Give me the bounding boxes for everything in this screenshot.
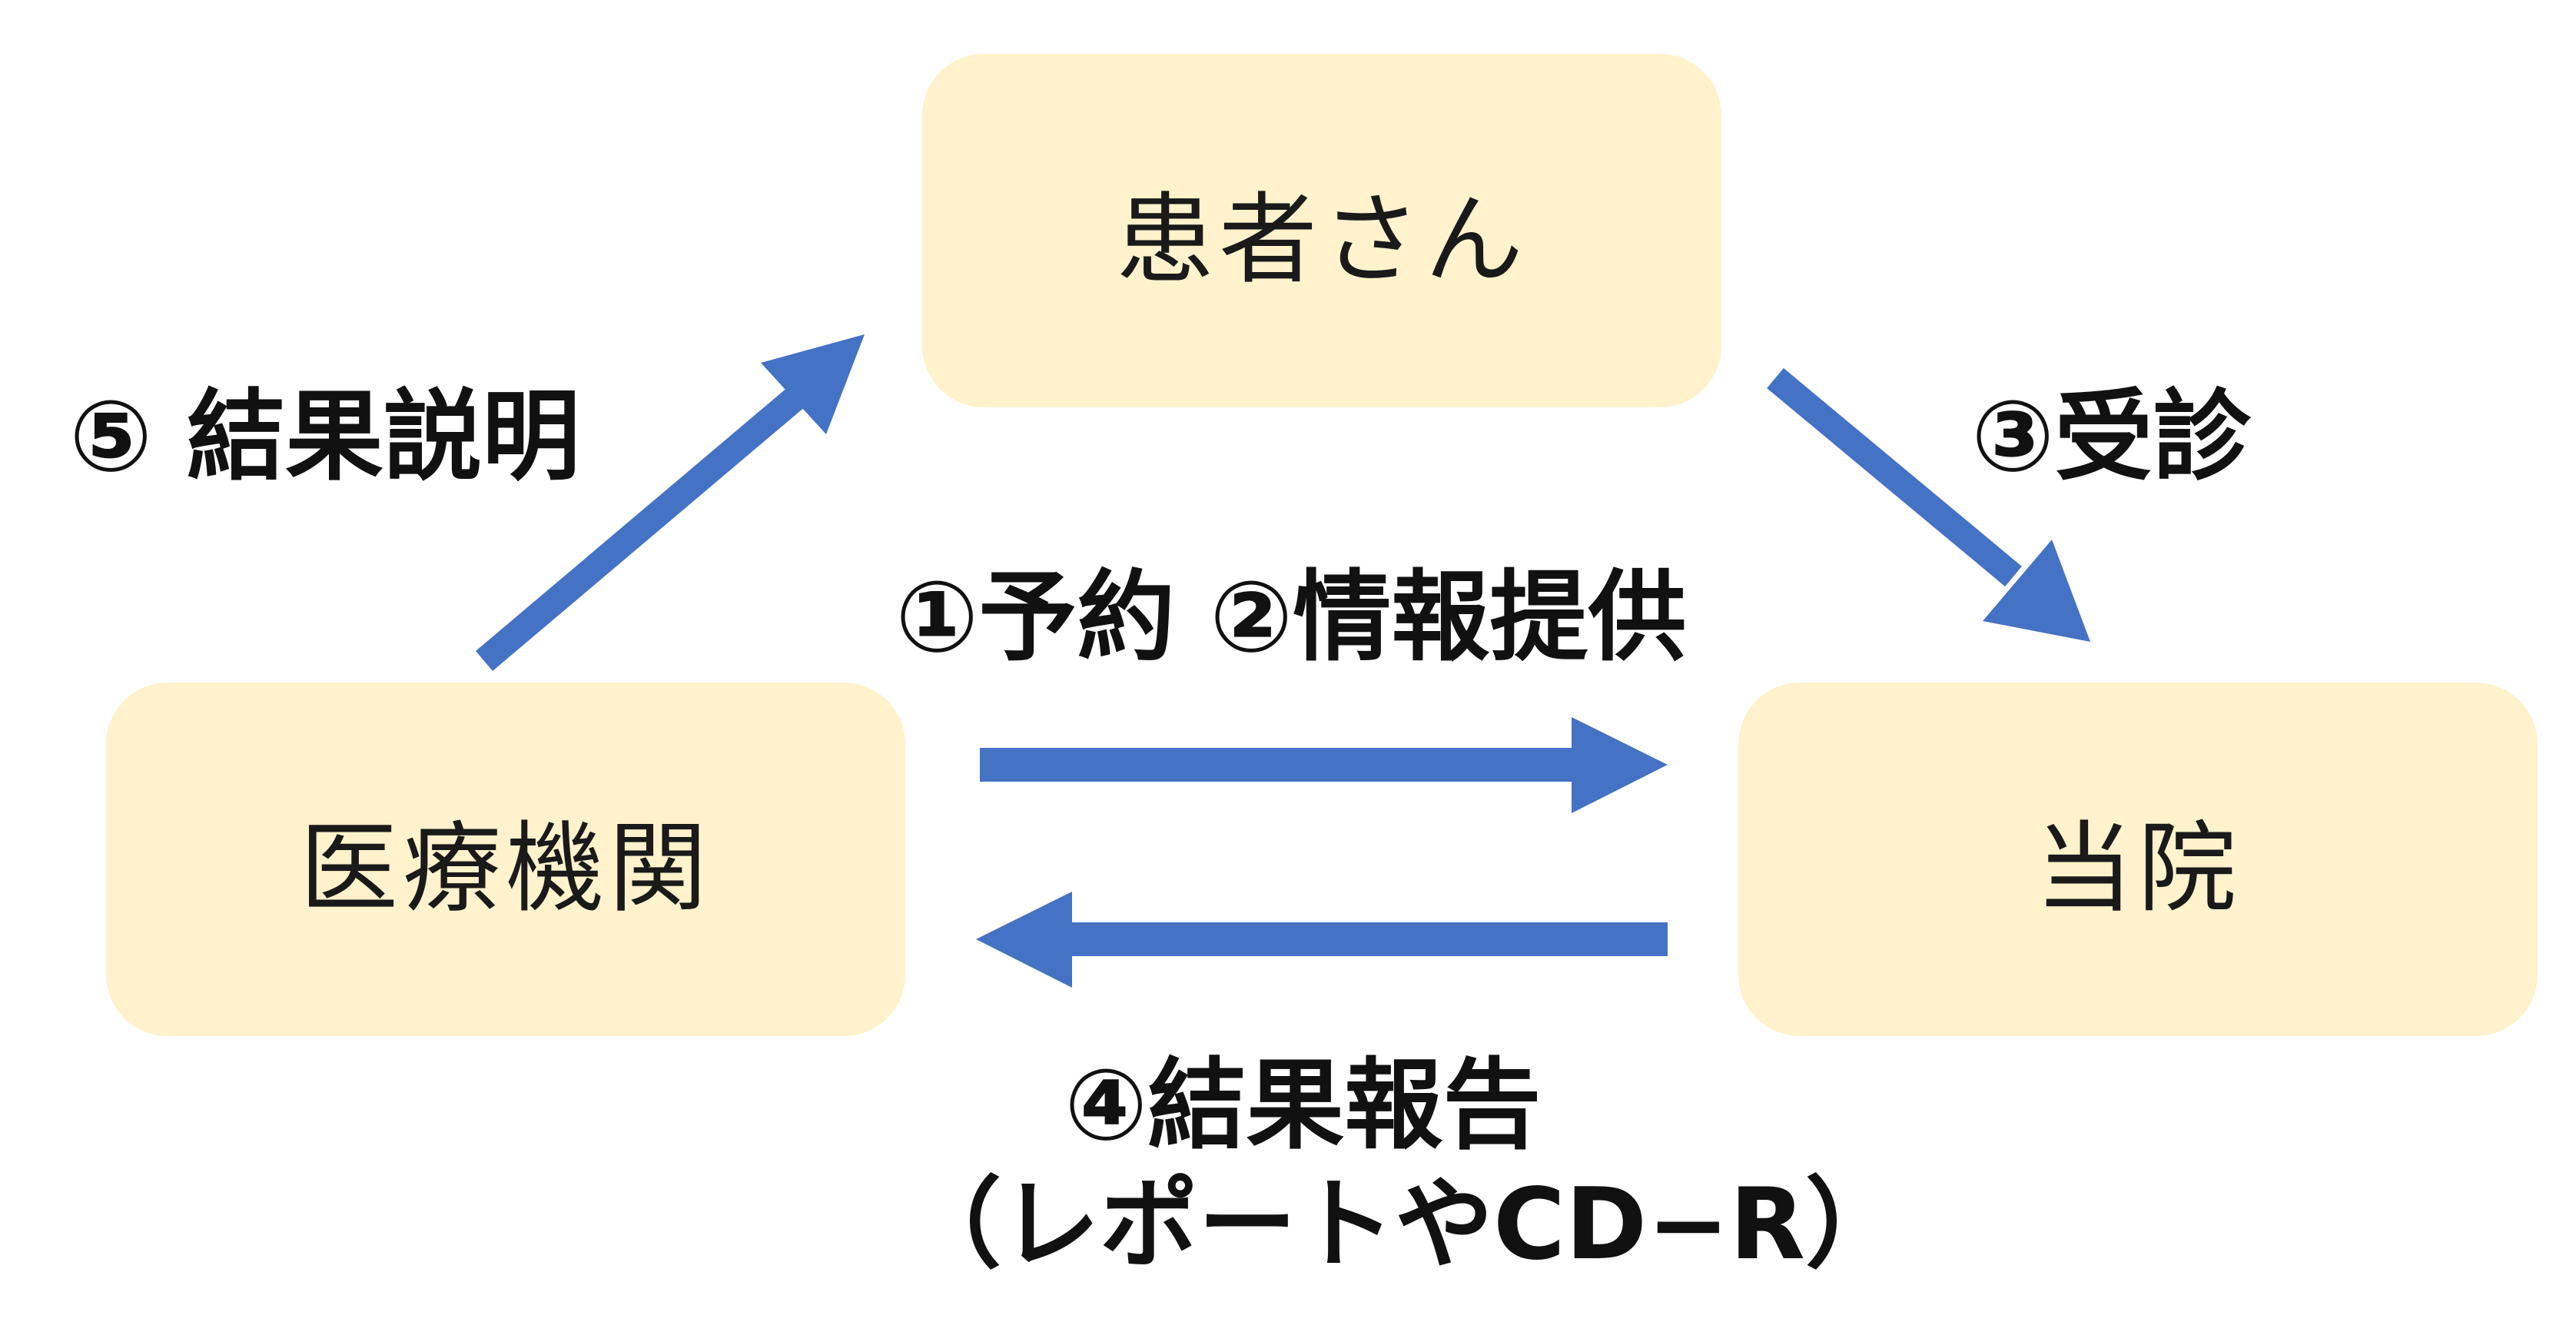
arrow-clinic-to-hospital	[980, 717, 1668, 813]
node-hospital-label: 当院	[2034, 811, 2241, 926]
node-hospital: 当院	[1738, 683, 2538, 1036]
edge-label-reservation-info: ①予約 ②情報提供	[895, 560, 1687, 675]
arrow-clinic-to-patient	[476, 334, 865, 671]
node-patient: 患者さん	[922, 54, 1721, 407]
node-clinic: 医療機関	[106, 683, 905, 1036]
edge-label-visit: ③受診	[1971, 380, 2252, 494]
arrow-hospital-to-clinic	[976, 892, 1668, 988]
edge-label-result-report: ④結果報告	[1064, 1048, 1542, 1163]
node-clinic-label: 医療機関	[299, 811, 712, 926]
edge-label-result-report-detail: （レポートやCD−R）	[903, 1168, 1904, 1282]
edge-label-result-explanation: ⑤ 結果説明	[69, 380, 580, 494]
arrow-patient-to-hospital	[1767, 367, 2090, 642]
node-patient-label: 患者さん	[1115, 182, 1528, 297]
